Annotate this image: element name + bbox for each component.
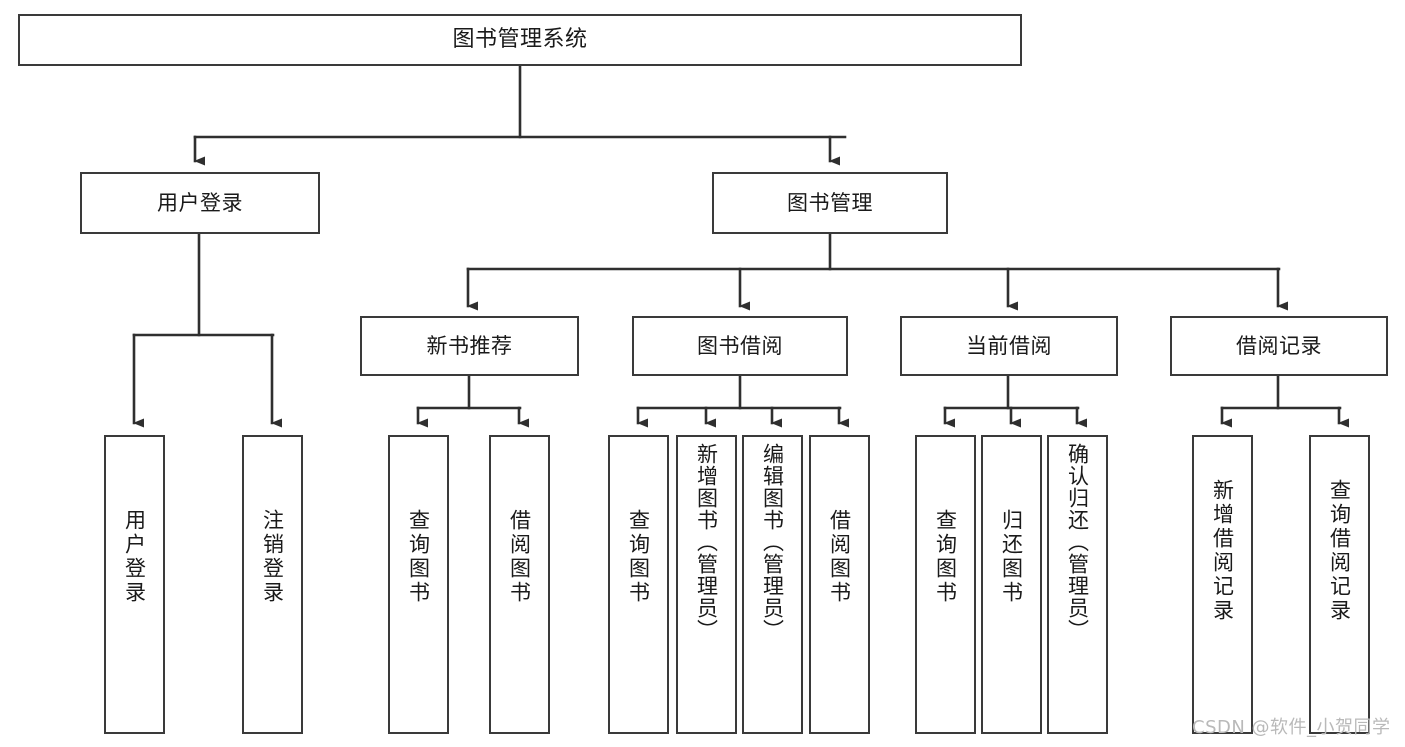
node-user-login[interactable]: 用户登录 <box>80 172 320 234</box>
node-leaf-user-login[interactable]: 用户登录 <box>104 435 165 734</box>
node-leaf-confirm-return-admin-label: 确认归还（管理员） <box>1065 443 1090 641</box>
node-book-borrow-label: 图书借阅 <box>697 333 783 358</box>
node-leaf-confirm-return-admin[interactable]: 确认归还（管理员） <box>1047 435 1108 734</box>
node-leaf-add-book-admin-label: 新增图书（管理员） <box>694 443 719 641</box>
node-leaf-borrow-book-new-label: 借阅图书 <box>507 509 532 605</box>
node-leaf-return-book[interactable]: 归还图书 <box>981 435 1042 734</box>
node-book-borrow[interactable]: 图书借阅 <box>632 316 848 376</box>
node-current-borrow-label: 当前借阅 <box>966 333 1052 358</box>
node-leaf-user-logout-label: 注销登录 <box>260 509 285 605</box>
node-leaf-add-book-admin[interactable]: 新增图书（管理员） <box>676 435 737 734</box>
node-borrow-record-label: 借阅记录 <box>1236 333 1322 358</box>
node-leaf-add-borrow-record-label: 新增借阅记录 <box>1210 479 1235 623</box>
node-leaf-borrow-book-label: 借阅图书 <box>827 509 852 605</box>
node-root-label: 图书管理系统 <box>452 27 588 53</box>
node-leaf-query-book-current-label: 查询图书 <box>933 509 958 605</box>
node-leaf-query-book-new[interactable]: 查询图书 <box>388 435 449 734</box>
node-root[interactable]: 图书管理系统 <box>18 14 1022 66</box>
node-book-manage[interactable]: 图书管理 <box>712 172 948 234</box>
node-current-borrow[interactable]: 当前借阅 <box>900 316 1118 376</box>
node-leaf-add-borrow-record[interactable]: 新增借阅记录 <box>1192 435 1253 734</box>
node-user-login-label: 用户登录 <box>157 190 243 215</box>
node-new-book-recommend[interactable]: 新书推荐 <box>360 316 579 376</box>
node-leaf-query-borrow-record[interactable]: 查询借阅记录 <box>1309 435 1370 734</box>
node-leaf-edit-book-admin[interactable]: 编辑图书（管理员） <box>742 435 803 734</box>
node-new-book-recommend-label: 新书推荐 <box>426 333 513 358</box>
csdn-watermark: CSDN @软件_小贺同学 <box>1192 717 1391 738</box>
node-borrow-record[interactable]: 借阅记录 <box>1170 316 1388 376</box>
node-leaf-return-book-label: 归还图书 <box>999 509 1024 605</box>
node-book-manage-label: 图书管理 <box>787 190 873 215</box>
node-leaf-query-book-current[interactable]: 查询图书 <box>915 435 976 734</box>
node-leaf-query-borrow-record-label: 查询借阅记录 <box>1327 479 1352 623</box>
node-leaf-query-book-borrow[interactable]: 查询图书 <box>608 435 669 734</box>
node-leaf-user-login-label: 用户登录 <box>122 509 147 605</box>
node-leaf-borrow-book[interactable]: 借阅图书 <box>809 435 870 734</box>
node-leaf-user-logout[interactable]: 注销登录 <box>242 435 303 734</box>
node-leaf-query-book-new-label: 查询图书 <box>406 509 431 605</box>
node-leaf-query-book-borrow-label: 查询图书 <box>626 509 651 605</box>
node-leaf-edit-book-admin-label: 编辑图书（管理员） <box>760 443 785 641</box>
node-leaf-borrow-book-new[interactable]: 借阅图书 <box>489 435 550 734</box>
